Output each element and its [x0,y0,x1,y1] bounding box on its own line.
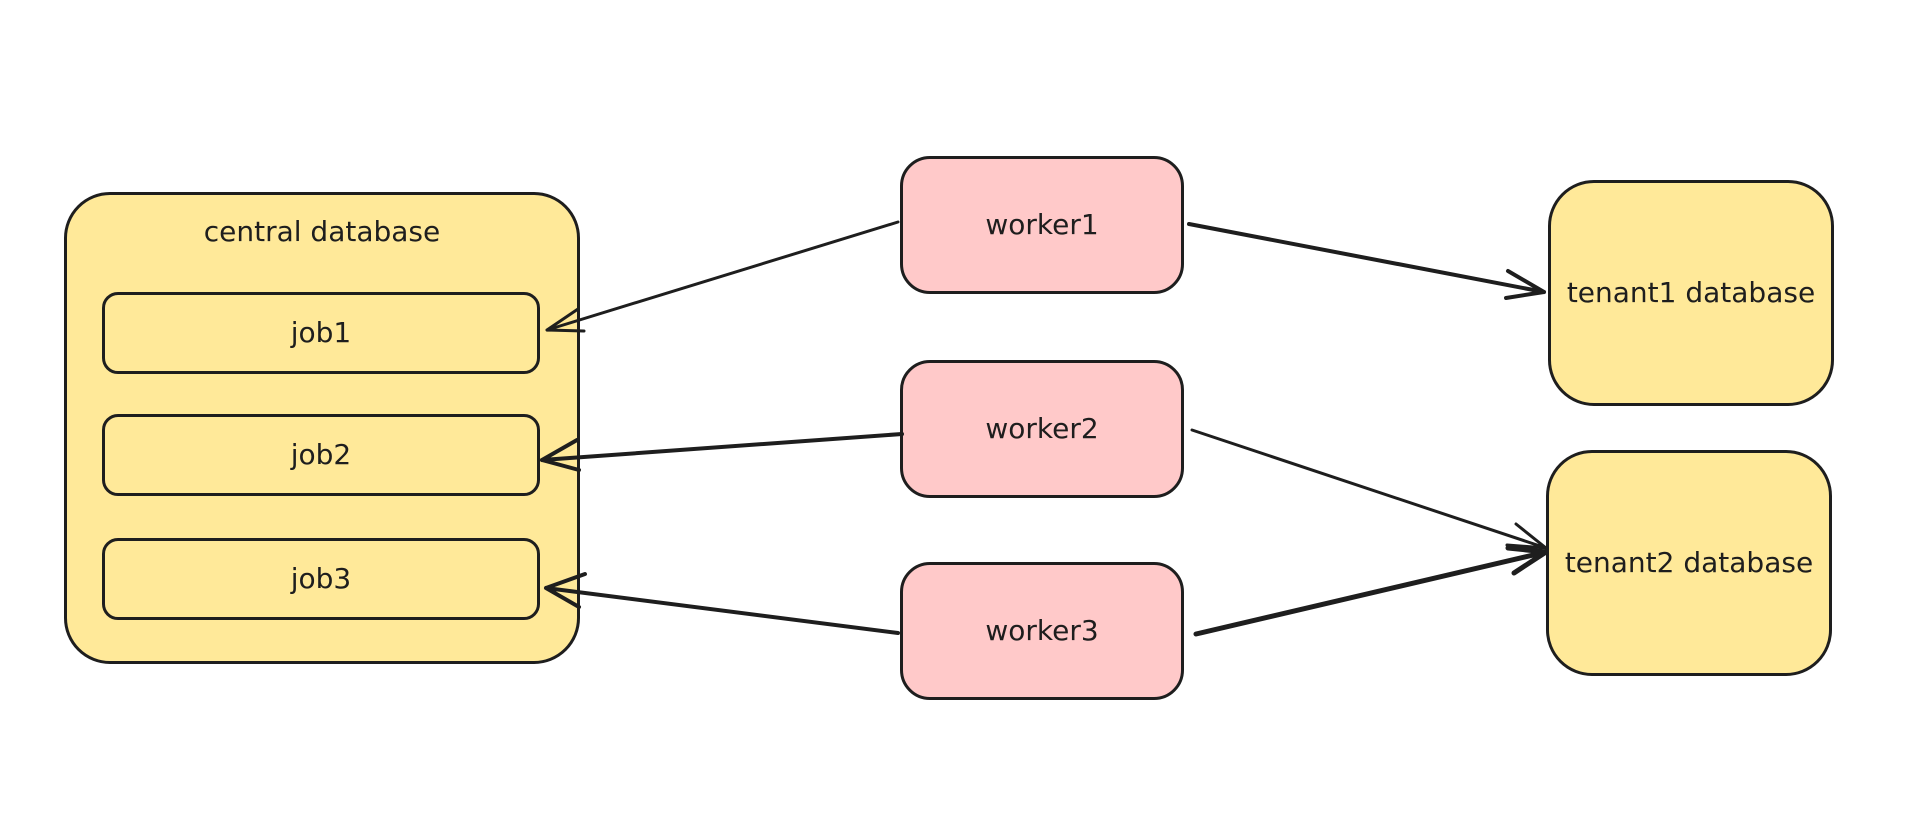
job2-label: job2 [290,438,352,471]
tenant1-database-box: tenant1 database [1548,180,1834,406]
arrow-worker3-to-tenant2 [1193,545,1549,637]
worker1-box: worker1 [900,156,1184,294]
arrow-worker1-to-job1 [545,220,900,333]
arrow-worker3-to-job3 [544,572,900,635]
job1-box: job1 [102,292,540,374]
arrow-worker2-to-tenant2 [1190,428,1548,550]
worker3-label: worker3 [985,614,1099,647]
tenant2-database-box: tenant2 database [1546,450,1832,676]
worker3-box: worker3 [900,562,1184,700]
job1-label: job1 [290,316,352,349]
job3-label: job3 [290,562,352,595]
worker2-label: worker2 [985,412,1099,445]
arrow-worker2-to-job2 [540,432,904,472]
arrow-worker1-to-tenant1 [1187,222,1546,300]
worker1-label: worker1 [985,208,1099,241]
central-database-label: central database [203,215,441,248]
job2-box: job2 [102,414,540,496]
worker2-box: worker2 [900,360,1184,498]
tenant1-database-label: tenant1 database [1566,276,1816,309]
tenant2-database-label: tenant2 database [1564,546,1814,579]
job3-box: job3 [102,538,540,620]
